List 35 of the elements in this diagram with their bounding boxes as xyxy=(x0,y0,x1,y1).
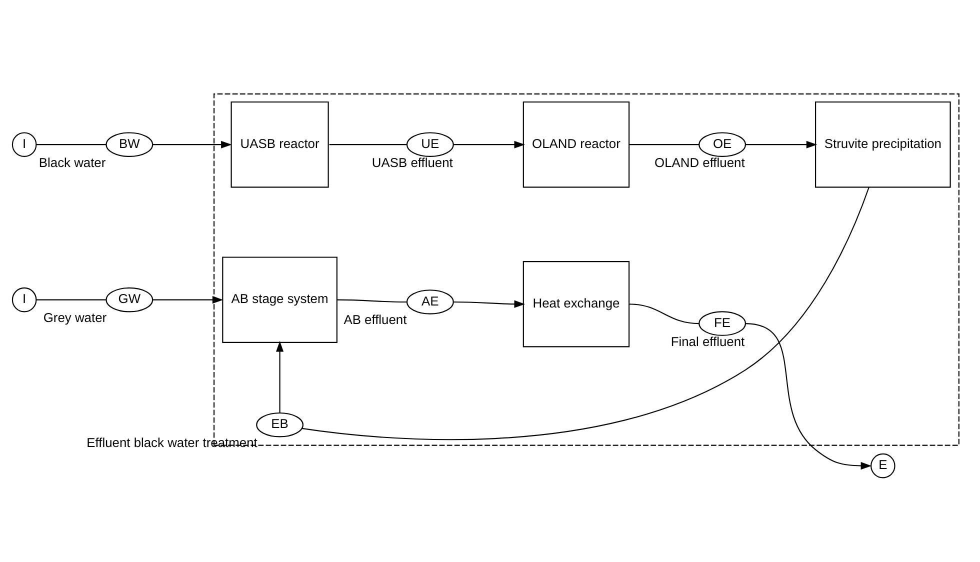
arrow xyxy=(745,322,872,470)
node-label: OLAND effluent xyxy=(654,154,745,170)
arrow xyxy=(276,340,284,412)
node-circle: I xyxy=(12,286,37,312)
node-ellipse: AE xyxy=(406,289,454,314)
node-ellipse: OE xyxy=(698,132,746,156)
node-label: AB effluent xyxy=(344,312,407,327)
arrow xyxy=(745,140,818,148)
connector xyxy=(629,303,700,324)
node-box: Heat exchange xyxy=(522,260,630,347)
node-label: UASB effluent xyxy=(372,154,453,170)
node-label: Grey water xyxy=(43,310,107,325)
node-box: Struvite precipitation xyxy=(815,100,951,188)
node-circle: I xyxy=(12,132,37,156)
connector xyxy=(36,144,106,145)
node-ellipse: FE xyxy=(698,310,746,336)
node-ellipse: UE xyxy=(406,132,454,156)
connector xyxy=(329,144,407,145)
node-box: UASB reactor xyxy=(230,100,329,188)
arrow xyxy=(453,300,526,308)
arrow xyxy=(152,140,232,148)
arrow xyxy=(152,296,224,304)
node-label: Final effluent xyxy=(670,333,745,348)
connector xyxy=(336,298,407,302)
connector xyxy=(36,298,106,300)
node-circle: E xyxy=(870,452,896,478)
node-box: OLAND reactor xyxy=(522,100,630,188)
node-box: AB stage system xyxy=(222,256,338,342)
node-ellipse: EB xyxy=(256,412,304,437)
connector xyxy=(302,186,870,440)
node-ellipse: BW xyxy=(106,132,154,156)
arrow xyxy=(453,140,526,148)
connector xyxy=(629,144,700,145)
node-label: Black water xyxy=(38,154,106,170)
node-ellipse: GW xyxy=(106,286,154,312)
